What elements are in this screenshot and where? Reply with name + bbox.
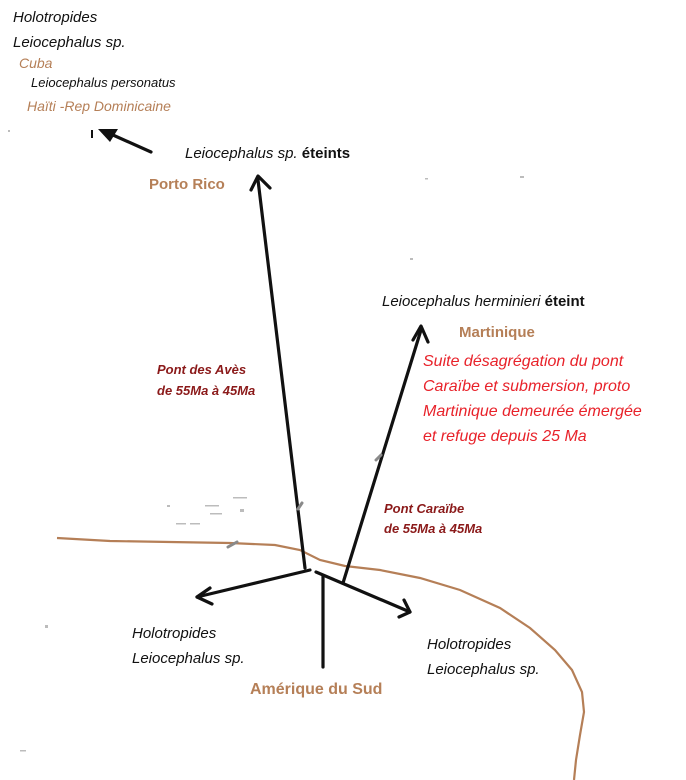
species-personatus: Leiocephalus personatus (31, 75, 176, 90)
bottom-left-leiocephalus: Leiocephalus sp. (132, 650, 245, 667)
place-martinique: Martinique (459, 324, 535, 341)
grey-marks (226, 453, 383, 549)
arrowhead-martinique (411, 324, 430, 344)
bottom-left-holotropides: Holotropides (132, 625, 217, 642)
bottom-right-holotropides: Holotropides (427, 636, 512, 653)
porto-rico-extinct-label: éteints (297, 145, 351, 162)
bridge-caraibe-dates: de 55Ma à 45Ma (384, 521, 483, 536)
bottom-right-leiocephalus: Leiocephalus sp. (427, 661, 540, 678)
place-cuba: Cuba (19, 55, 53, 71)
martinique-note-line1: Suite désagrégation du pont (423, 353, 624, 370)
arrow-to-martinique (341, 328, 423, 585)
bridge-caraibe-name: Pont Caraïbe (384, 501, 465, 516)
bridge-aves-dates: de 55Ma à 45Ma (157, 383, 256, 398)
arrowhead-haiti (98, 129, 118, 142)
top-left-genus-holotropides: Holotropides (13, 9, 98, 26)
place-south-america: Amérique du Sud (250, 681, 383, 698)
arrow-lower-left (195, 568, 312, 599)
martinique-species: Leiocephalus herminieri éteint (382, 293, 585, 310)
martinique-note-line2: Caraïbe et submersion, proto (423, 378, 631, 395)
porto-rico-species-name: Leiocephalus sp. (185, 145, 298, 162)
place-haiti: Haïti -Rep Dominicaine (27, 98, 171, 114)
martinique-extinct-label: éteint (540, 293, 585, 310)
top-left-genus-leiocephalus: Leiocephalus sp. (13, 34, 126, 51)
branch-arrows (102, 129, 430, 669)
bridge-aves-name: Pont des Avès (157, 362, 247, 377)
faint-dots (8, 130, 524, 752)
arrow-to-porto-rico (256, 178, 307, 570)
arrowhead-lower-left (195, 586, 214, 606)
arrowhead-lower-right (397, 598, 412, 619)
arrowhead-porto-rico (249, 174, 272, 192)
arrow-lower-right (314, 570, 412, 614)
place-porto-rico: Porto Rico (149, 176, 225, 193)
porto-rico-species: Leiocephalus sp. éteints (185, 145, 350, 162)
martinique-note-line4: et refuge depuis 25 Ma (423, 428, 587, 445)
martinique-species-name: Leiocephalus herminieri (382, 293, 541, 310)
martinique-note-line3: Martinique demeurée émergée (423, 403, 642, 420)
